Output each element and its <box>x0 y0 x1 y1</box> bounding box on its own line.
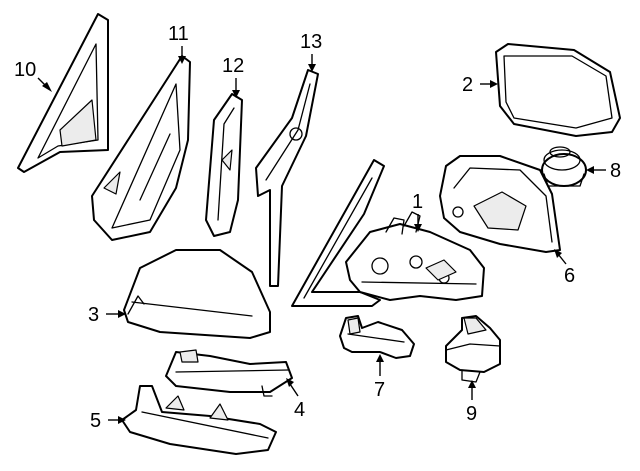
callout-12: 12 <box>222 55 244 77</box>
part-6-backing-plate[interactable] <box>439 155 561 253</box>
leader-lines <box>37 46 606 424</box>
part-13-gasket[interactable] <box>255 69 319 287</box>
part-2-mirror-glass[interactable] <box>495 43 621 137</box>
callout-6: 6 <box>564 265 575 287</box>
part-8-actuator[interactable] <box>541 146 587 187</box>
part-12-seal[interactable] <box>205 93 243 237</box>
part-3-housing-cover[interactable] <box>123 249 271 339</box>
callout-labels: 10 11 12 13 2 8 1 6 3 4 5 7 9 <box>14 23 621 432</box>
callout-4: 4 <box>294 399 305 421</box>
callout-11: 11 <box>168 23 189 45</box>
part-1-mirror-base[interactable] <box>291 159 485 307</box>
callout-2: 2 <box>462 74 473 96</box>
part-7-bracket[interactable] <box>339 315 415 359</box>
callout-3: 3 <box>88 304 99 326</box>
part-4-turn-signal[interactable] <box>165 349 293 397</box>
callout-8: 8 <box>610 160 621 182</box>
part-9-connector[interactable] <box>445 315 501 383</box>
part-10-sail-cover[interactable] <box>17 13 109 173</box>
part-11-trim-panel[interactable] <box>91 55 191 241</box>
callout-7: 7 <box>374 379 385 401</box>
callout-10: 10 <box>14 59 36 81</box>
callout-9: 9 <box>466 403 477 425</box>
part-5-lower-cover[interactable] <box>121 385 277 455</box>
callout-1: 1 <box>412 191 423 213</box>
callout-13: 13 <box>300 31 322 53</box>
callout-5: 5 <box>90 410 101 432</box>
